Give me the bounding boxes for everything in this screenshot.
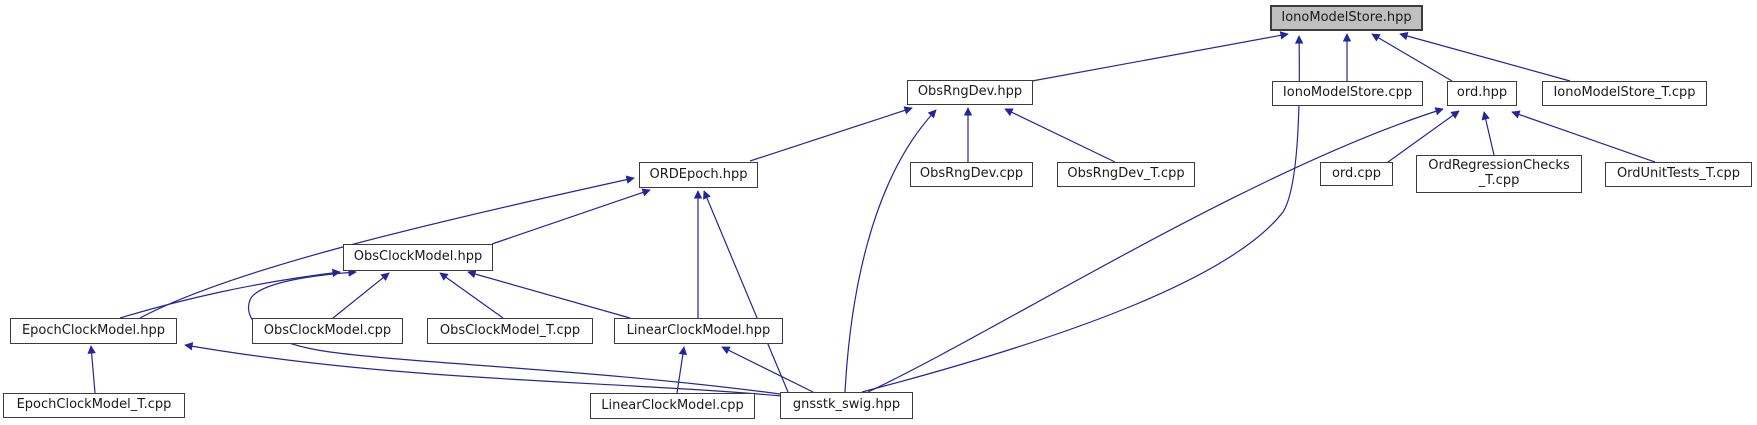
edge-epochclockmodel-hpp-to-ordepoch-hpp [139, 175, 635, 319]
edge-obsrngdev-hpp-to-ionomodelstore-hpp [1031, 31, 1289, 82]
edge-gnsstk-swig-hpp-to-obsrngdev-hpp [844, 109, 937, 393]
node-label: ObsClockModel.hpp [353, 249, 483, 265]
node-label: ORDEpoch.hpp [649, 166, 748, 182]
node-label: gnsstk_swig.hpp [792, 397, 901, 413]
edge-obsclockmodel-t-cpp-to-obsclockmodel-hpp [439, 272, 504, 319]
edge-gnsstk-swig-hpp-to-ordepoch-hpp [703, 190, 789, 393]
edge-ordunittests-t-cpp-to-ord-hpp [1511, 110, 1656, 163]
edge-gnsstk-swig-hpp-to-epochclockmodel-hpp [184, 342, 783, 397]
edge-gnsstk-swig-hpp-to-ord-hpp [867, 107, 1444, 393]
edge-obsclockmodel-hpp-to-ordepoch-hpp [491, 188, 651, 245]
node-label: ObsClockModel.cpp [263, 322, 392, 338]
node-label-line1: OrdRegressionChecks [1428, 158, 1570, 174]
node-ionomodelstore-t-cpp[interactable]: IonoModelStore_T.cpp [1542, 81, 1707, 106]
node-label: ObsClockModel_T.cpp [439, 322, 581, 338]
edge-ionomodelstore-t-cpp-to-ionomodelstore-hpp [1399, 31, 1571, 82]
node-epochclockmodel-hpp[interactable]: EpochClockModel.hpp [10, 318, 177, 344]
node-label: LinearClockModel.cpp [601, 397, 744, 413]
node-linearclockmodel-hpp[interactable]: LinearClockModel.hpp [614, 318, 783, 344]
node-label: ObsRngDev.cpp [919, 166, 1024, 182]
node-label: EpochClockModel.hpp [21, 322, 166, 338]
node-ord-cpp[interactable]: ord.cpp [1320, 162, 1393, 186]
node-ord-hpp[interactable]: ord.hpp [1447, 81, 1517, 106]
edge-ord-cpp-to-ord-hpp [1387, 110, 1460, 163]
edge-ordepoch-hpp-to-obsrngdev-hpp [749, 106, 913, 162]
node-obsrngdev-hpp[interactable]: ObsRngDev.hpp [907, 80, 1033, 105]
edge-epochclockmodel-t-cpp-to-epochclockmodel-hpp [87, 345, 96, 394]
node-epochclockmodel-t-cpp[interactable]: EpochClockModel_T.cpp [3, 393, 185, 418]
edge-linearclockmodel-cpp-to-linearclockmodel-hpp [676, 346, 688, 394]
edge-ord-hpp-to-ionomodelstore-hpp [1371, 33, 1453, 82]
edge-obsrngdev-t-cpp-to-obsrngdev-hpp [1004, 108, 1116, 163]
node-gnsstk-swig-hpp[interactable]: gnsstk_swig.hpp [780, 392, 913, 419]
node-label: ObsRngDev_T.cpp [1067, 166, 1185, 182]
edge-gnsstk-swig-hpp-to-linearclockmodel-hpp [721, 346, 814, 393]
node-linearclockmodel-cpp[interactable]: LinearClockModel.cpp [590, 393, 755, 419]
node-label: OrdUnitTests_T.cpp [1616, 166, 1741, 182]
edge-epochclockmodel-hpp-to-obsclockmodel-hpp [119, 268, 341, 319]
node-ionomodelstore-cpp[interactable]: IonoModelStore.cpp [1272, 81, 1423, 106]
node-ordregressionchecks-t-cpp[interactable]: OrdRegressionChecks_T.cpp [1416, 155, 1582, 193]
edge-gnsstk-swig-hpp-to-ionomodelstore-hpp [861, 35, 1304, 393]
node-obsrngdev-t-cpp[interactable]: ObsRngDev_T.cpp [1057, 162, 1195, 187]
node-ordunittests-t-cpp[interactable]: OrdUnitTests_T.cpp [1605, 162, 1752, 187]
node-obsrngdev-cpp[interactable]: ObsRngDev.cpp [910, 162, 1033, 187]
node-obsclockmodel-t-cpp[interactable]: ObsClockModel_T.cpp [427, 318, 593, 344]
edge-gnsstk-swig-hpp-to-obsclockmodel-hpp [247, 268, 781, 395]
node-obsclockmodel-cpp[interactable]: ObsClockModel.cpp [252, 318, 403, 344]
node-ordepoch-hpp[interactable]: ORDEpoch.hpp [639, 162, 758, 188]
node-label: EpochClockModel_T.cpp [16, 397, 172, 413]
node-label: IonoModelStore_T.cpp [1553, 85, 1696, 101]
edge-obsclockmodel-cpp-to-obsclockmodel-hpp [332, 272, 390, 319]
node-obsclockmodel-hpp[interactable]: ObsClockModel.hpp [343, 244, 493, 271]
edge-linearclockmodel-hpp-to-obsclockmodel-hpp [467, 270, 631, 319]
node-label-line2: _T.cpp [1478, 173, 1520, 188]
node-label: IonoModelStore.hpp [1281, 9, 1412, 25]
node-label: ord.hpp [1456, 85, 1508, 101]
edge-ordregressionchecks-t-cpp-to-ord-hpp [1481, 111, 1495, 156]
node-label: IonoModelStore.cpp [1282, 85, 1413, 101]
node-label: ord.cpp [1331, 165, 1382, 181]
node-label: ObsRngDev.hpp [917, 84, 1023, 100]
node-label: LinearClockModel.hpp [626, 322, 771, 338]
node-ionomodelstore-hpp[interactable]: IonoModelStore.hpp [1270, 5, 1423, 31]
